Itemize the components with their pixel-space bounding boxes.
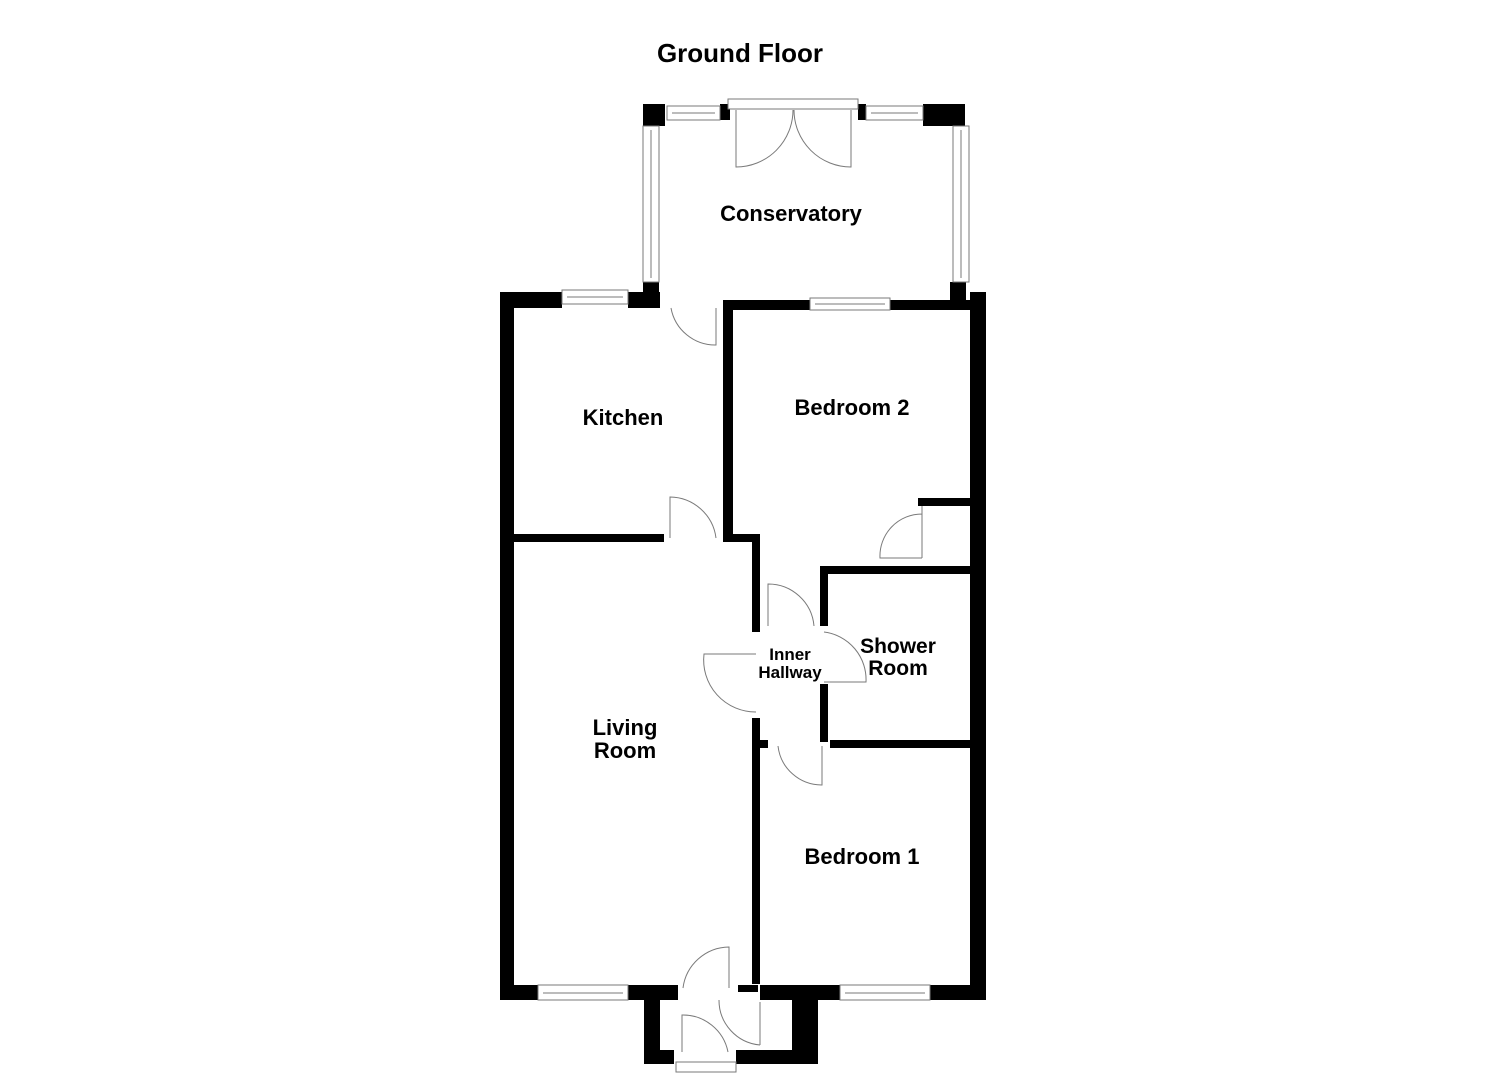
room-label-bedroom-1: Bedroom 1 [804,844,920,869]
room-label-inner-line1: Inner [769,645,811,664]
room-label-bedroom-2: Bedroom 2 [794,395,910,420]
room-label-living-line1: Living [592,715,658,740]
walls [500,104,986,1064]
room-label-inner-hallway: Inner Hallway [740,646,840,682]
floor-title: Ground Floor [656,38,824,68]
room-label-living-room: Living Room [565,716,685,762]
windows [537,98,970,1073]
room-label-shower-line1: Shower [860,635,936,658]
room-label-conservatory: Conservatory [720,201,862,226]
room-label-kitchen: Kitchen [582,405,664,430]
doors [669,109,923,1053]
room-label-shower-line2: Room [868,657,928,681]
room-label-inner-line2: Hallway [758,662,822,682]
room-label-living-line2: Room [593,738,657,764]
room-label-shower-room: Shower Room [848,635,948,681]
